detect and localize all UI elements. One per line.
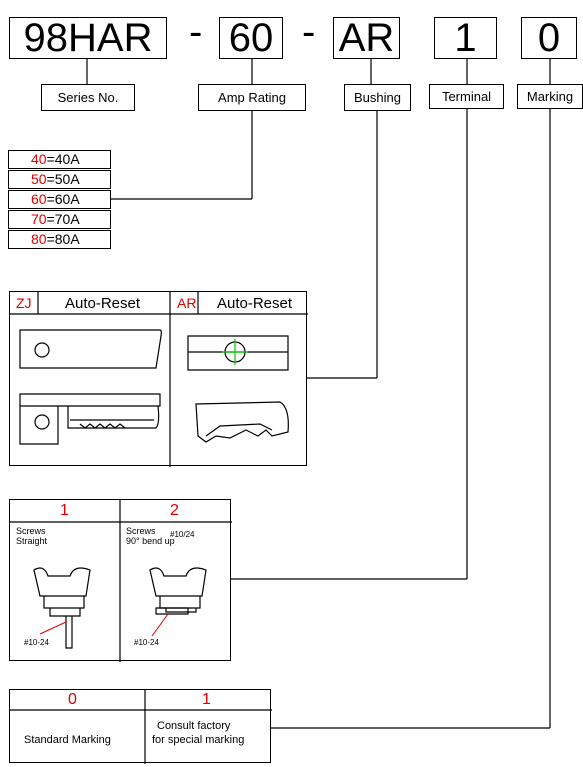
terminal-desc-line1: Screws xyxy=(126,526,156,536)
marking-desc: Standard Marking xyxy=(24,734,111,746)
marking-code: 1 xyxy=(202,691,211,708)
terminal-thread-spec: #10/24 xyxy=(170,530,195,539)
terminal-desc-line1: Screws xyxy=(16,526,46,536)
series-code-box: 98HAR xyxy=(9,17,167,59)
terminal-desc-line2: Straight xyxy=(16,536,48,546)
amp-option-value: =50A xyxy=(46,171,80,187)
amp-option-code: 70 xyxy=(31,211,47,227)
separator-dash: - xyxy=(302,10,316,54)
amp-option: 80=80A xyxy=(8,230,111,249)
bushing-drawings xyxy=(10,292,308,467)
marking-options-table: 0 Standard Marking 1 Consult factory for… xyxy=(9,689,272,764)
terminal-code: 2 xyxy=(170,502,179,519)
terminal-code: 1 xyxy=(60,502,69,519)
marking-desc-line2: for special marking xyxy=(152,734,245,746)
amp-option-value: =70A xyxy=(46,211,80,227)
bushing-code-box: AR xyxy=(333,17,400,59)
marking-code-box: 0 xyxy=(521,17,577,59)
bushing-options-table: ZJ Auto-Reset AR Auto-Reset xyxy=(9,291,308,467)
terminal-thread-label: #10-24 xyxy=(24,638,49,647)
amp-option: 60=60A xyxy=(8,190,111,209)
bushing-code: ZJ xyxy=(16,295,32,311)
label-terminal: Terminal xyxy=(429,84,504,109)
amp-option-value: =40A xyxy=(46,151,80,167)
bushing-name: Auto-Reset xyxy=(65,295,141,312)
terminal-desc-line2: 90° bend up xyxy=(126,536,175,546)
amp-code-box: 60 xyxy=(219,17,283,59)
bushing-name: Auto-Reset xyxy=(217,295,293,312)
marking-desc-line1: Consult factory xyxy=(157,720,231,732)
marking-table-grid xyxy=(10,690,272,764)
label-amp-rating: Amp Rating xyxy=(198,84,306,111)
terminal-code-box: 1 xyxy=(434,17,497,59)
bushing-code: AR xyxy=(177,295,197,311)
amp-option-code: 50 xyxy=(31,171,47,187)
separator-dash: - xyxy=(189,10,203,54)
terminal-thread-label: #10-24 xyxy=(134,638,159,647)
label-marking: Marking xyxy=(517,84,583,109)
amp-option-code: 60 xyxy=(31,191,47,207)
amp-option: 50=50A xyxy=(8,170,111,189)
terminal-drawings xyxy=(10,500,232,662)
amp-option: 40=40A xyxy=(8,150,111,169)
amp-option-value: =60A xyxy=(46,191,80,207)
amp-option-code: 80 xyxy=(31,231,47,247)
amp-option-value: =80A xyxy=(46,231,80,247)
label-series: Series No. xyxy=(41,84,135,111)
label-bushing: Bushing xyxy=(344,84,411,111)
amp-option-code: 40 xyxy=(31,151,47,167)
amp-option: 70=70A xyxy=(8,210,111,229)
marking-code: 0 xyxy=(68,691,77,708)
terminal-options-table: 1 Screws Straight #10-24 2 Screws #10/24… xyxy=(9,499,232,662)
